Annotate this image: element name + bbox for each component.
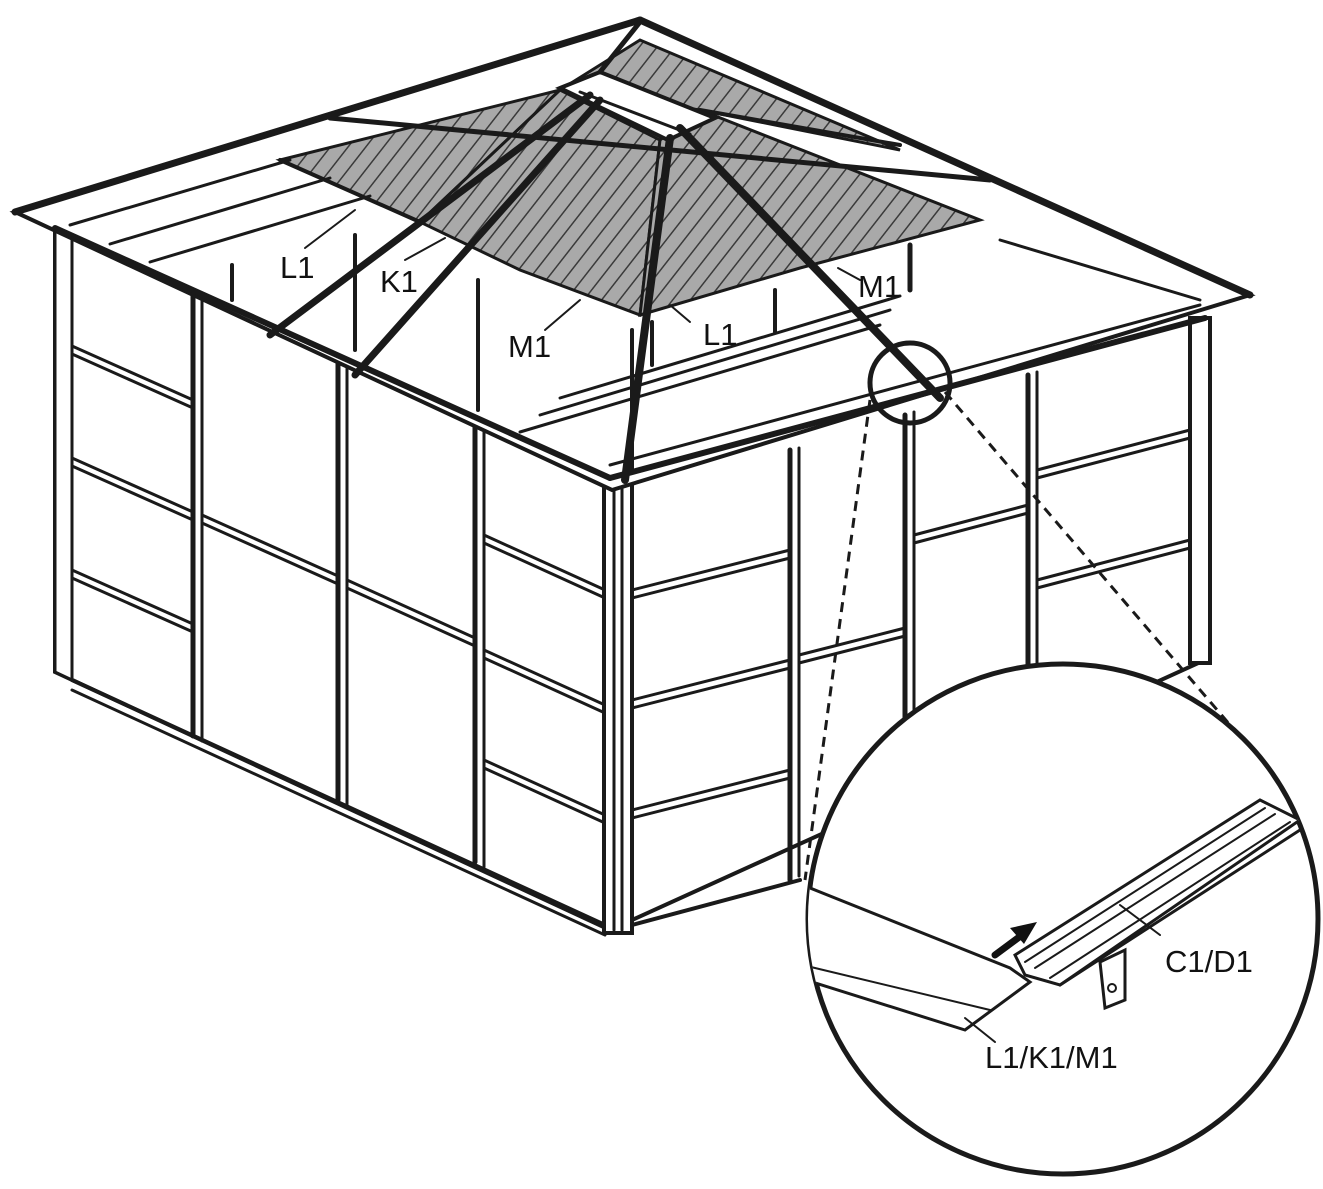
label-l1-left: L1 xyxy=(280,250,314,285)
arrow-up-right-icon xyxy=(991,922,1037,959)
label-c1-d1: C1/D1 xyxy=(1165,944,1253,979)
left-wall xyxy=(53,224,612,937)
callout-circle xyxy=(867,340,953,426)
label-m1-front: M1 xyxy=(508,329,551,364)
label-l1-k1-m1: L1/K1/M1 xyxy=(985,1040,1118,1075)
callout-leader-left xyxy=(803,399,872,881)
callout-leader-right xyxy=(943,391,1262,761)
roof xyxy=(9,16,1256,493)
label-k1: K1 xyxy=(380,264,418,299)
label-l1-right: L1 xyxy=(703,317,737,352)
label-m1-right: M1 xyxy=(858,269,901,304)
detail-view xyxy=(805,661,1321,1177)
roof-apex-cap xyxy=(555,69,721,143)
